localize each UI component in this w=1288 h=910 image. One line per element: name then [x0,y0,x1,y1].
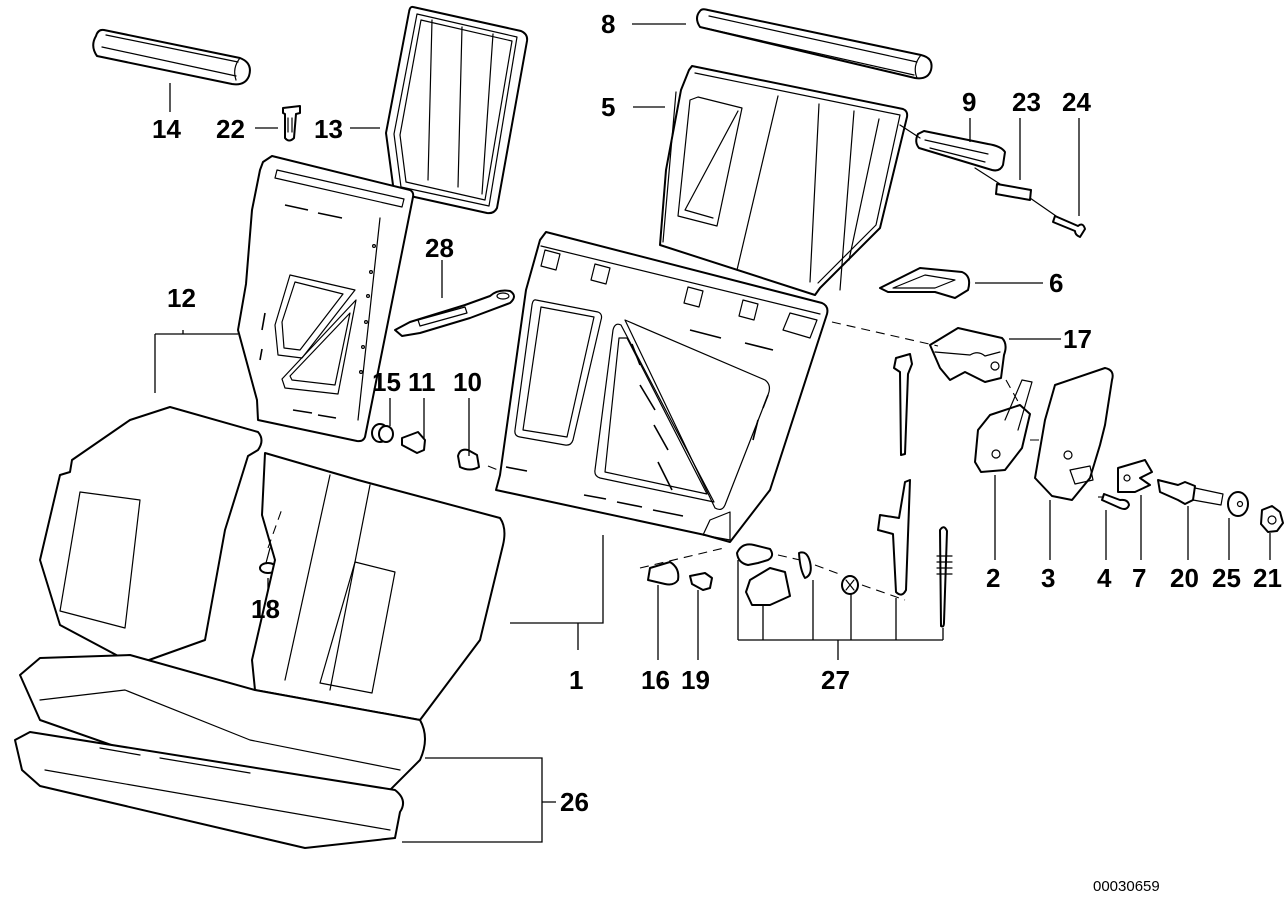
callout-12[interactable]: 12 [167,283,196,313]
part-9-handle[interactable] [915,130,1006,172]
callout-13[interactable]: 13 [314,114,343,144]
part-3-lock-cover[interactable] [1034,367,1114,501]
callout-4[interactable]: 4 [1097,563,1112,593]
part-2-lock-body[interactable] [974,379,1033,473]
callout-25[interactable]: 25 [1212,563,1241,593]
callout-1[interactable]: 1 [569,665,583,695]
callout-17[interactable]: 17 [1063,324,1092,354]
callout-8[interactable]: 8 [601,9,615,39]
part-21-nut[interactable] [1260,505,1284,533]
callout-5[interactable]: 5 [601,92,615,122]
callout-28[interactable]: 28 [425,233,454,263]
part-27-linkage-kit[interactable] [736,353,953,628]
part-26-seat-upholstery[interactable] [14,406,506,849]
part-14-bolster[interactable] [92,28,251,86]
callout-23[interactable]: 23 [1012,87,1041,117]
callout-24[interactable]: 24 [1062,87,1091,117]
callout-14[interactable]: 14 [152,114,181,144]
callout-7[interactable]: 7 [1132,563,1146,593]
part-4-screw[interactable] [1101,493,1130,510]
part-12-backrest-frame[interactable] [237,155,415,443]
leader-lines [154,23,1271,843]
part-10-grommet[interactable] [457,448,480,471]
callout-21[interactable]: 21 [1253,563,1282,593]
callout-3[interactable]: 3 [1041,563,1055,593]
part-16-bushing[interactable] [647,561,680,586]
part-11-bolt[interactable] [401,431,426,454]
callout-11[interactable]: 11 [408,367,436,397]
part-8-bolster[interactable] [696,8,933,80]
part-20-bolt[interactable] [1157,479,1224,506]
callout-18[interactable]: 18 [251,594,280,624]
part-28-strap[interactable] [394,289,515,337]
part-22-pin[interactable] [282,105,301,142]
callout-16[interactable]: 16 [641,665,670,695]
part-7-clip[interactable] [1117,459,1153,493]
document-number: 00030659 [1093,878,1160,895]
callout-labels: 14 22 13 8 5 9 23 24 6 17 12 28 15 11 10… [152,9,1282,895]
callout-26[interactable]: 26 [560,787,589,817]
part-13-panel-frame[interactable] [385,5,529,215]
callout-27[interactable]: 27 [821,665,850,695]
part-25-washer[interactable] [1227,491,1249,517]
part-19-screw[interactable] [689,572,713,591]
part-24-screw[interactable] [1052,215,1086,238]
callout-19[interactable]: 19 [681,665,710,695]
part-17-latch-housing[interactable] [929,327,1007,383]
callout-20[interactable]: 20 [1170,563,1199,593]
part-23-bracket[interactable] [995,183,1032,201]
part-15-grommet[interactable] [371,423,394,443]
callout-10[interactable]: 10 [453,367,482,397]
callout-6[interactable]: 6 [1049,268,1063,298]
part-6-cover[interactable] [879,267,971,299]
callout-22[interactable]: 22 [216,114,245,144]
part-1-main-frame[interactable] [495,231,829,543]
callout-15[interactable]: 15 [372,367,401,397]
part-5-rear-panel[interactable] [659,65,909,296]
callout-2[interactable]: 2 [986,563,1000,593]
callout-9[interactable]: 9 [962,87,976,117]
